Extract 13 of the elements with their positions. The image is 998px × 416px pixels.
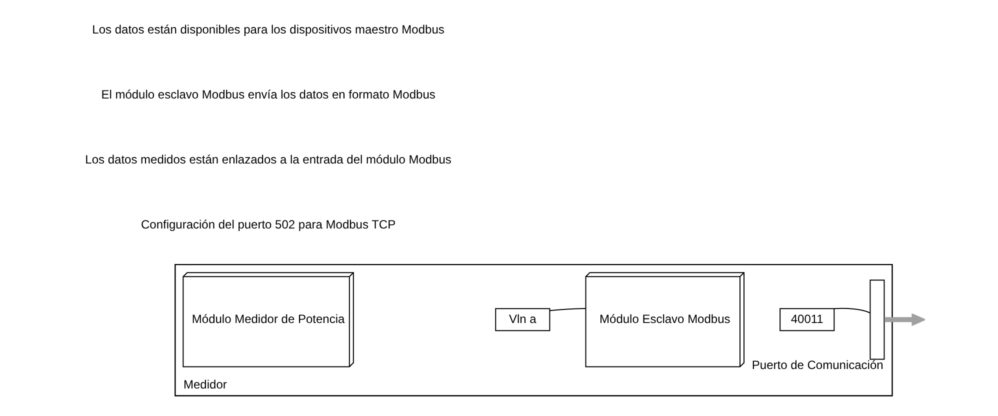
- connector: [549, 308, 586, 312]
- node-box: 40011: [780, 308, 835, 332]
- node-box: Vln a: [495, 308, 550, 332]
- node-bar: [870, 280, 885, 360]
- node-label: Puerto de Comunicación: [752, 358, 884, 372]
- label: Configuración del puerto 502 para Modbus TCP: [140, 218, 396, 232]
- node-label: Medidor: [184, 377, 227, 392]
- arrow: [884, 313, 925, 326]
- connector: [834, 308, 871, 314]
- label: Los datos están disponibles para los dispositivos maestro Modbus: [92, 22, 444, 36]
- label: El módulo esclavo Modbus envía los datos en formato Modbus: [101, 87, 436, 102]
- cluster: [174, 264, 893, 396]
- label: Los datos medidos están enlazados a la entrada del módulo Modbus: [85, 152, 452, 167]
